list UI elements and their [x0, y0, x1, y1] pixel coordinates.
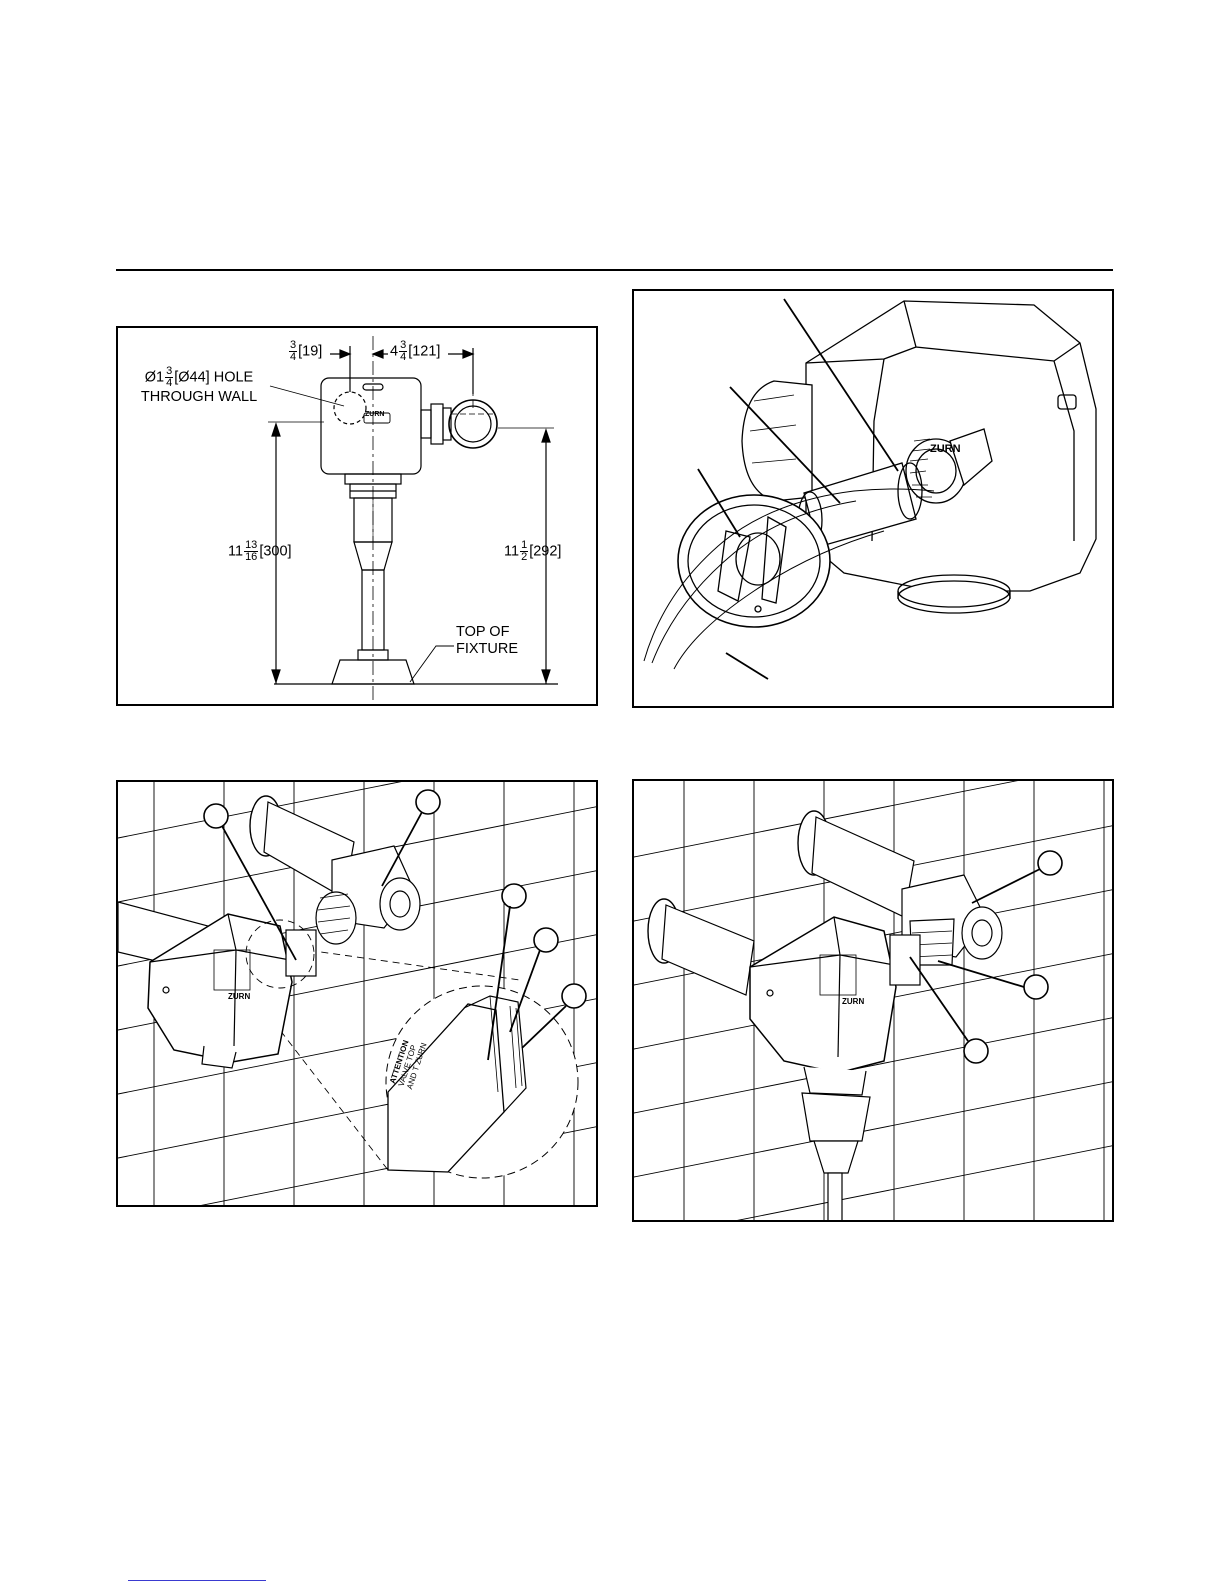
figure-inlet-assembly: ZURN [632, 289, 1114, 708]
figure-assembled-valve: ZURN [632, 779, 1114, 1222]
assembled-valve-drawing [634, 781, 1114, 1222]
fixture-note: TOP OF FIXTURE [456, 624, 518, 658]
footer-link-line [128, 1580, 266, 1581]
brand-mark: ZURN [228, 988, 250, 1005]
header-rule [116, 269, 1113, 271]
brand-mark: ZURN [930, 441, 961, 458]
connect-valve-drawing [118, 782, 598, 1207]
inlet-assembly-drawing [634, 291, 1114, 708]
figure-connect-valve: ATTENTION VALVE TOP AND T ZURN ZURN [116, 780, 598, 1207]
brand-mark: ZURN [842, 993, 864, 1010]
brand-mark: ZURN [365, 411, 384, 419]
